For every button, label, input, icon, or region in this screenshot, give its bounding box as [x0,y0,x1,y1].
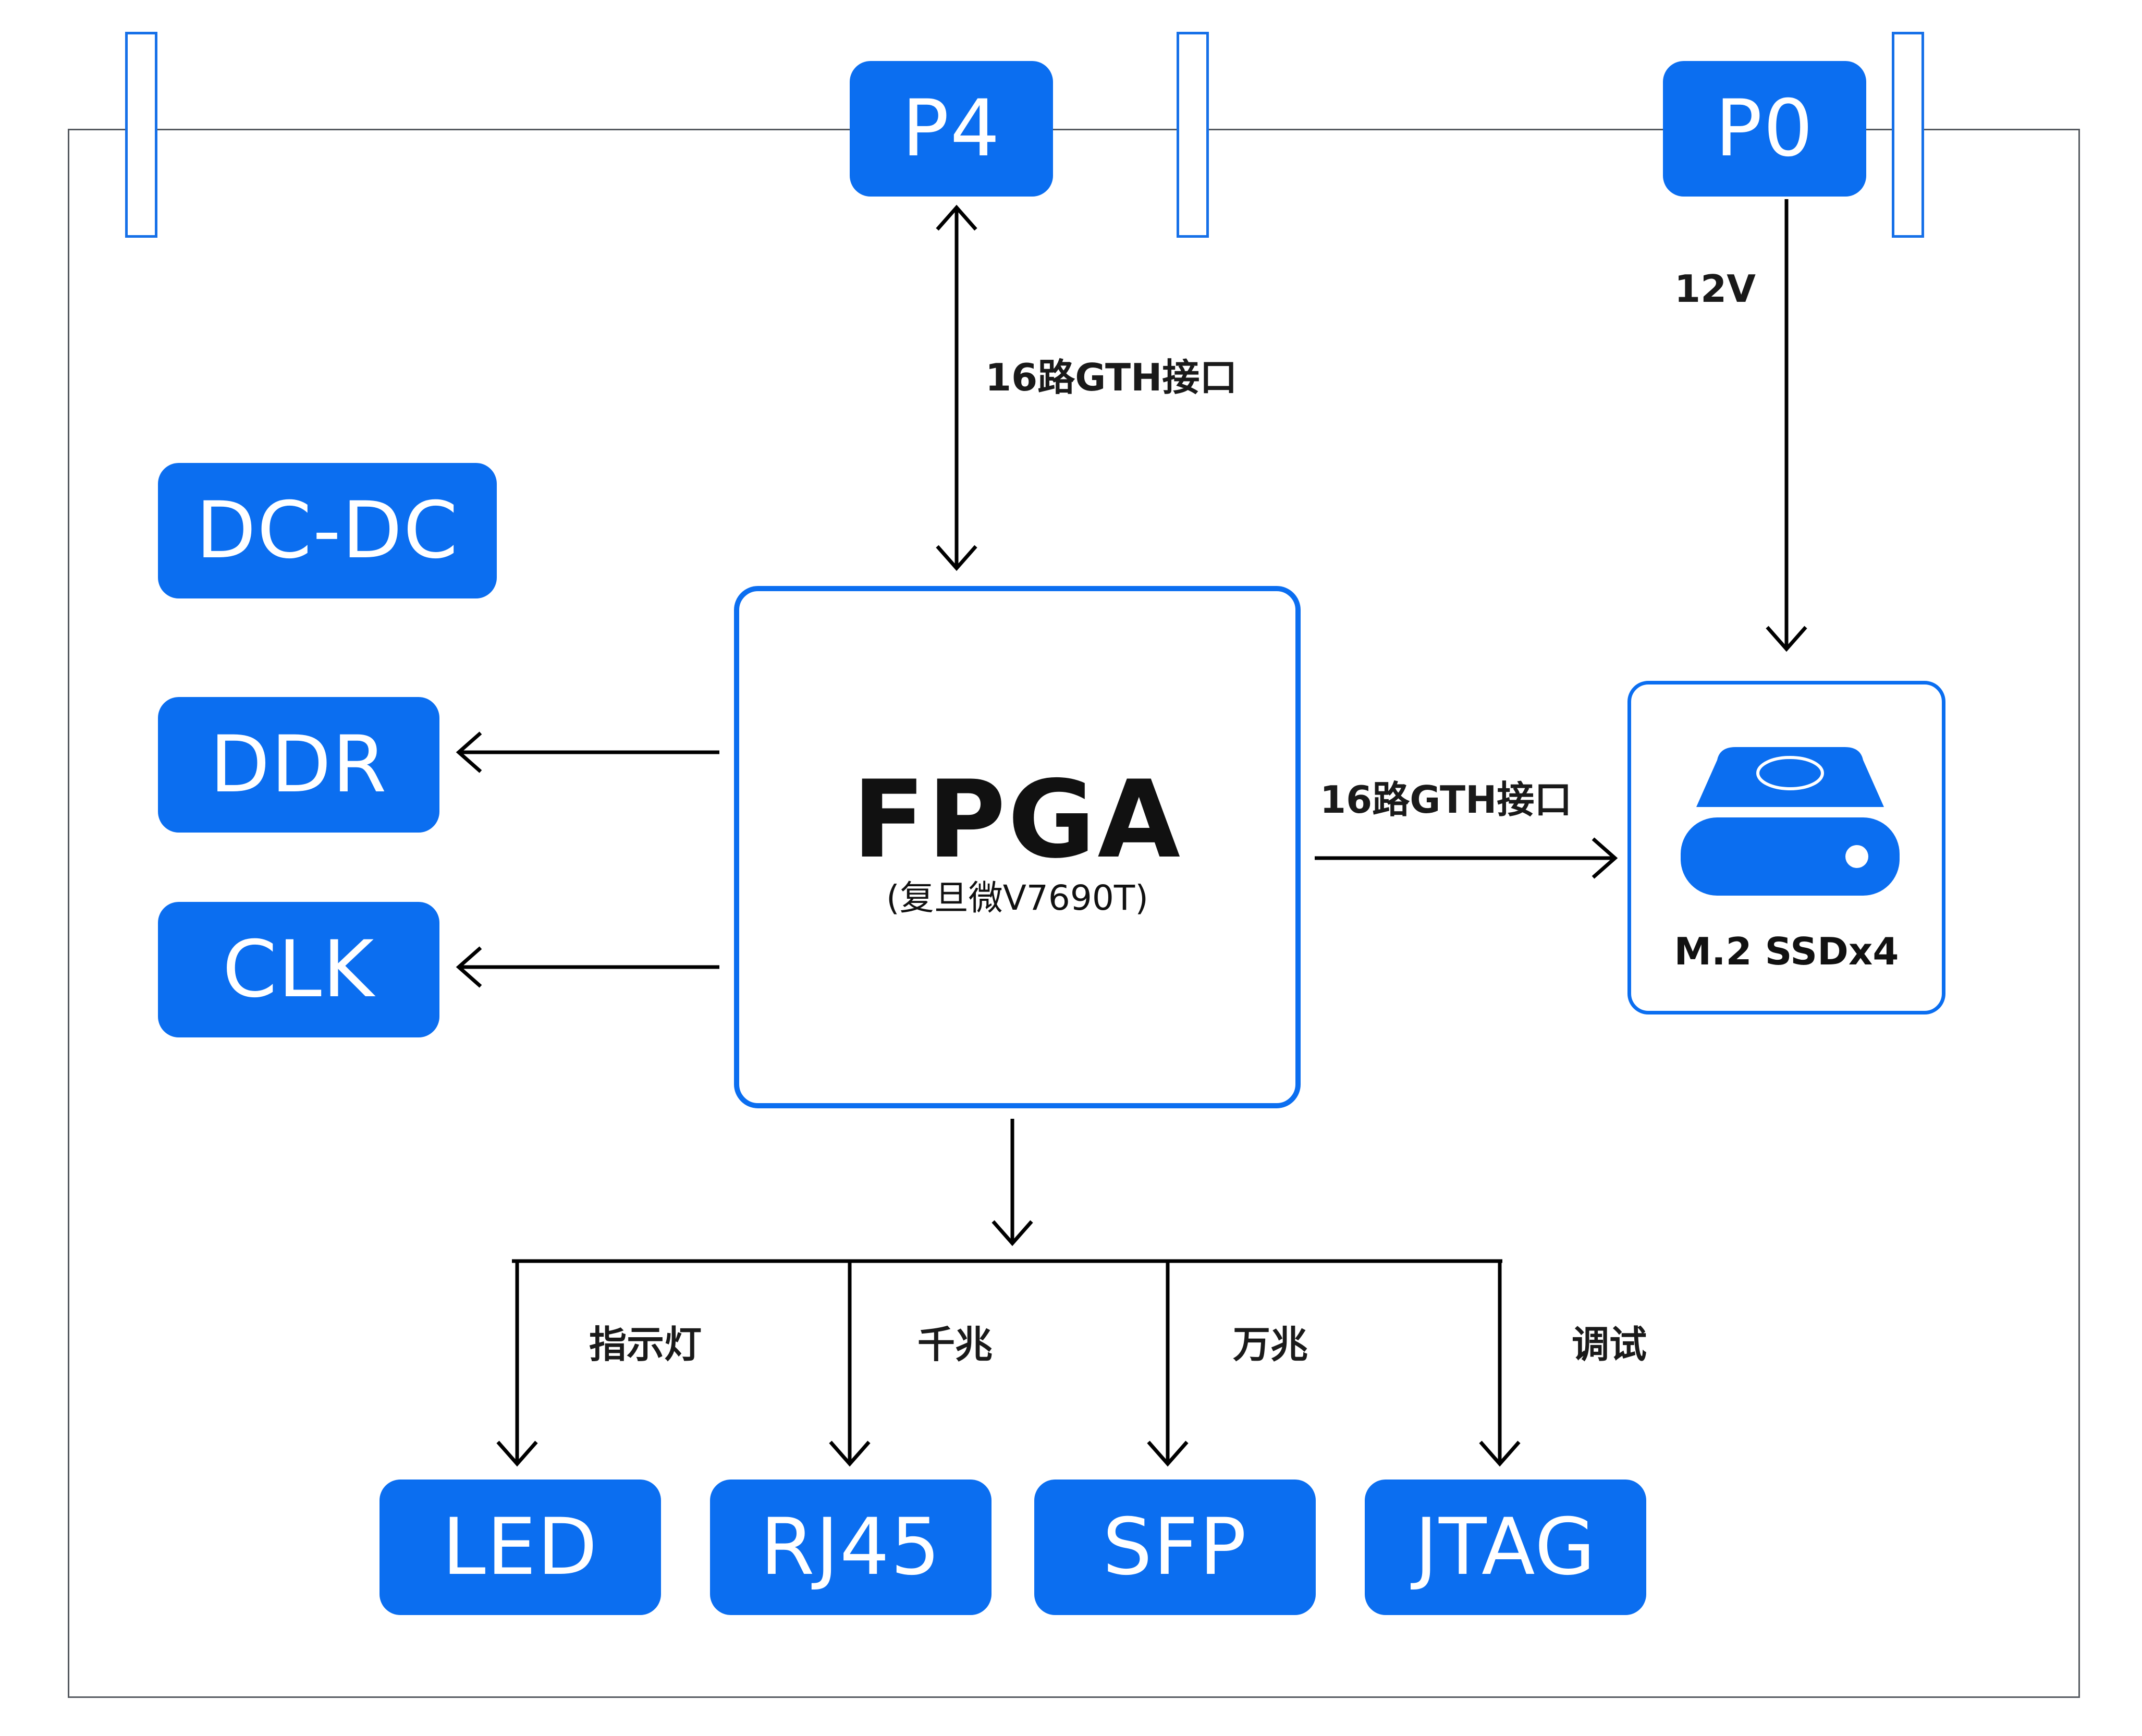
label-jtag-branch: 调试 [1572,1323,1647,1366]
label-led-branch: 指示灯 [589,1323,702,1366]
edge-rail-left [125,32,157,238]
block-ddr: DDR [158,697,439,833]
arrow-right-ssd [1592,837,1618,879]
arrow-down-ssd [1766,626,1807,652]
edge-rail-right [1892,32,1924,238]
ssd-label: M.2 SSDx4 [1674,930,1899,973]
block-clk: CLK [158,902,439,1037]
arrow-left-clk [456,946,482,988]
ssd-block: M.2 SSDx4 [1627,681,1945,1014]
block-dc-dc: DC-DC [158,463,497,598]
block-sfp: SFP [1034,1480,1316,1615]
label-rj45-branch: 千兆 [917,1323,993,1366]
label-fpga-ssd: 16路GTH接口 [1320,778,1572,822]
fpga-title: FPGA [852,758,1183,882]
arrow-left-ddr [456,731,482,773]
arrow-down-fpga [936,545,977,571]
block-led: LED [380,1480,661,1615]
label-sfp-branch: 万兆 [1233,1323,1308,1366]
arrow-up-p4 [936,204,977,231]
label-p0-ssd: 12V [1674,267,1756,311]
block-rj45: RJ45 [710,1480,992,1615]
fpga-block: FPGA (复旦微V7690T) [734,586,1301,1108]
label-p4-fpga: 16路GTH接口 [985,356,1238,399]
arrow-down-bus [992,1220,1033,1246]
connector-p4: P4 [850,61,1053,197]
connector-p0: P0 [1663,61,1866,197]
edge-rail-middle [1177,32,1209,238]
hard-drive-icon [1681,747,1900,896]
block-jtag: JTAG [1365,1480,1646,1615]
fpga-subtitle: (复旦微V7690T) [886,878,1148,918]
